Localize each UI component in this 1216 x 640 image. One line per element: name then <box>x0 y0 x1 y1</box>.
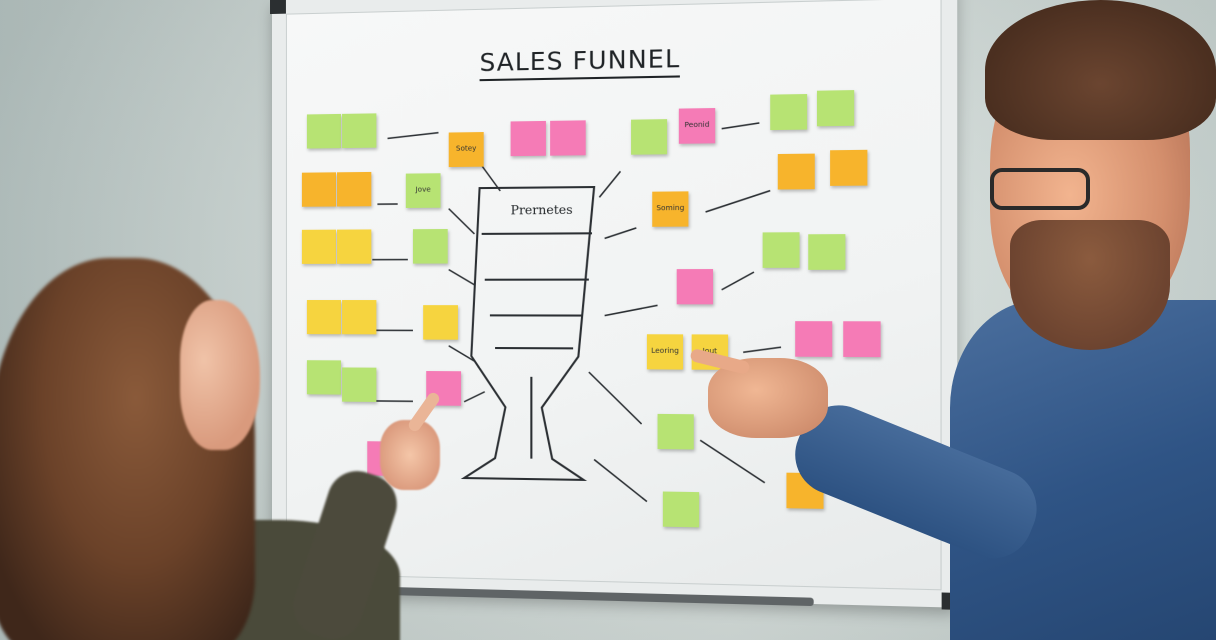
board-corner-top-left <box>270 0 286 15</box>
sticky-note <box>676 269 714 305</box>
sticky-note <box>830 149 868 186</box>
sticky-note <box>795 321 833 357</box>
woman-face <box>180 300 260 450</box>
man-beard <box>1010 220 1170 350</box>
arrow-6 <box>449 270 475 285</box>
arrow-9 <box>464 392 485 402</box>
sticky-note: Peonid <box>678 108 716 144</box>
arrow-11 <box>594 460 647 502</box>
arrow-10 <box>589 372 642 424</box>
funnel-tier-1 <box>482 233 592 234</box>
arrow-14 <box>722 123 760 129</box>
sticky-note <box>301 172 337 207</box>
sticky-note <box>631 119 668 155</box>
sticky-note: Sotey <box>448 132 484 168</box>
note-text: Soming <box>656 203 685 213</box>
funnel-label: Prernetes <box>510 202 573 218</box>
sticky-note <box>770 94 808 131</box>
sticky-note <box>412 228 448 264</box>
sticky-note <box>337 171 372 207</box>
sticky-note: Jove <box>405 173 441 208</box>
woman-hand <box>380 420 440 490</box>
note-text: Sotey <box>455 144 477 153</box>
arrow-3 <box>599 171 620 197</box>
sticky-note <box>777 153 815 190</box>
sticky-note <box>808 234 846 270</box>
man-glasses <box>990 168 1090 210</box>
arrow-12 <box>706 191 771 212</box>
note-text: Peonid <box>684 120 710 130</box>
sticky-note <box>843 321 881 358</box>
sticky-note <box>816 90 855 127</box>
arrow-19 <box>743 347 781 352</box>
sticky-note <box>301 229 337 264</box>
arrow-20 <box>700 440 765 483</box>
arrow-4 <box>605 228 637 238</box>
arrow-2 <box>480 162 501 191</box>
man-hand <box>708 358 828 438</box>
sticky-note <box>306 360 342 395</box>
sticky-note <box>662 491 700 528</box>
sticky-note <box>762 232 800 268</box>
arrow-5 <box>449 208 475 234</box>
sticky-note <box>510 120 546 157</box>
sticky-note <box>306 300 342 335</box>
sticky-note: Leoring <box>646 334 684 370</box>
sticky-note <box>657 413 694 450</box>
sticky-note <box>342 300 377 335</box>
sticky-note: Soming <box>652 191 689 227</box>
arrow-13 <box>722 272 754 290</box>
sticky-note <box>550 120 586 156</box>
arrow-7 <box>605 305 658 315</box>
man-hair <box>985 0 1216 140</box>
sticky-note <box>342 113 377 149</box>
sticky-note <box>337 229 372 264</box>
sticky-note <box>342 367 377 402</box>
funnel-outline <box>464 187 594 480</box>
sticky-note <box>306 113 342 149</box>
note-text: Leoring <box>651 346 679 356</box>
sticky-note <box>423 305 458 340</box>
note-text: Jove <box>415 185 431 194</box>
arrow-1 <box>388 133 439 139</box>
